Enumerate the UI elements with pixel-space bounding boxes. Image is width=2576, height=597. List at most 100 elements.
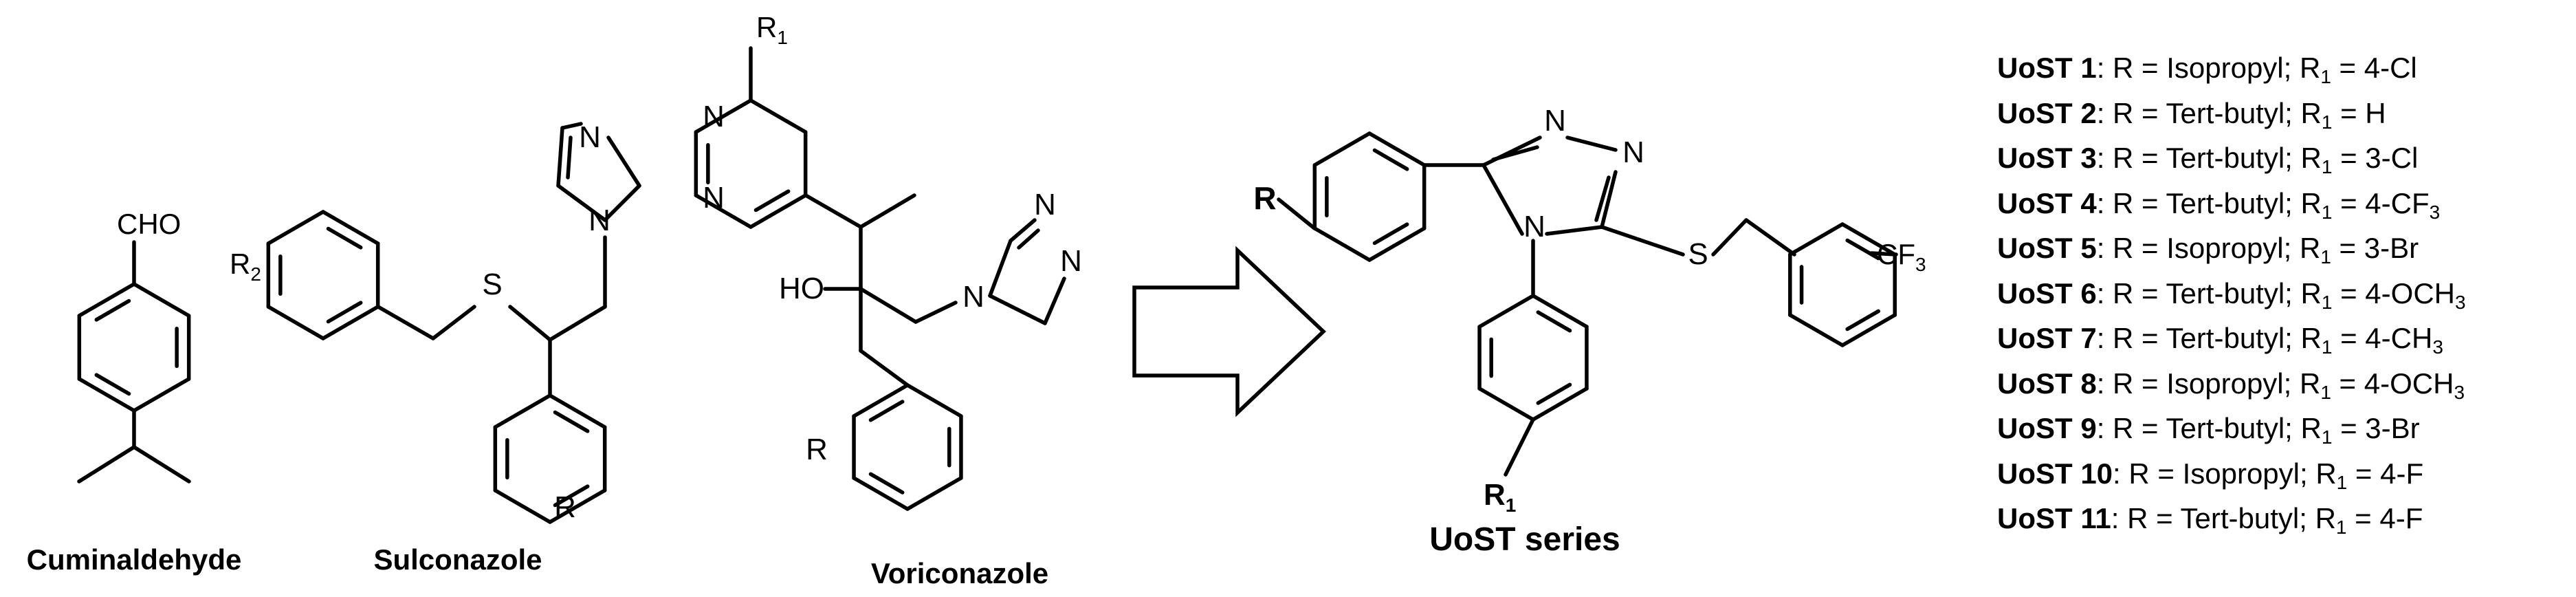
bond-lines: [77, 46, 1898, 524]
bond: [1531, 294, 1589, 329]
legend-row: UoST 9: R = Tert-butyl; R1 = 3-Br: [1997, 412, 2420, 448]
bond: [1009, 218, 1037, 243]
voriconazole-pyrimidine-n-bottom: N: [703, 181, 725, 215]
bond: [1477, 294, 1535, 329]
uost-compound-legend: UoST 1: R = Isopropyl; R1 = 4-Cl UoST 2:…: [1997, 45, 2568, 541]
bond: [560, 122, 583, 130]
bond: [321, 210, 380, 246]
sulconazole-r2-label: R2: [230, 248, 261, 285]
bond: [508, 305, 552, 342]
bond: [868, 472, 905, 495]
bond: [859, 193, 916, 229]
bond: [1372, 222, 1409, 246]
legend-row: UoST 11: R = Tert-butyl; R1 = 4-F: [1997, 502, 2423, 538]
bond: [852, 476, 910, 511]
bond: [94, 298, 131, 322]
legend-row: UoST 6: R = Tert-butyl; R1 = 4-OCH3: [1997, 276, 2466, 313]
bond: [859, 287, 918, 324]
sulconazole-sulfur: S: [482, 268, 502, 301]
legend-row: UoST 2: R = Tert-butyl; R1 = H: [1997, 96, 2386, 133]
sulconazole-name: Sulconazole: [373, 543, 542, 576]
bond: [1277, 197, 1317, 230]
sulconazole-imidazole-n-top: N: [579, 120, 601, 154]
legend-row: UoST 1: R = Isopropyl; R1 = 4-Cl: [1997, 52, 2417, 87]
bond: [1869, 251, 1898, 257]
bond: [694, 193, 753, 229]
bond: [556, 126, 564, 188]
bond: [1840, 222, 1897, 257]
uost-series-name: UoST series: [1429, 521, 1620, 558]
uost-triazole-n-bottom: N: [1523, 210, 1545, 243]
bond: [553, 410, 590, 433]
bond: [548, 305, 607, 342]
voriconazole-hydroxyl: HO: [779, 272, 824, 305]
voriconazole-pyrimidine-n-top: N: [703, 100, 725, 133]
legend-row: UoST 3: R = Tert-butyl; R1 = 3-Cl: [1997, 142, 2419, 177]
bond: [266, 305, 325, 340]
bond: [94, 373, 131, 396]
bond: [988, 294, 1047, 325]
bond: [326, 301, 363, 324]
bond: [606, 135, 641, 188]
uost-sulfur: S: [1688, 237, 1708, 271]
bond: [749, 193, 808, 229]
uost-r1-substituent: R1: [1484, 478, 1516, 516]
sulconazole-r-label: R: [554, 490, 576, 524]
bond: [905, 383, 963, 418]
uost-r-substituent: R: [1253, 180, 1276, 216]
bond: [1565, 135, 1618, 152]
bond: [1536, 382, 1572, 405]
bond: [77, 377, 136, 413]
uost-cf3-label: CF3: [1877, 238, 1926, 275]
bond: [493, 393, 552, 429]
cuminaldehyde-name: Cuminaldehyde: [27, 543, 242, 576]
legend-row: UoST 4: R = Tert-butyl; R1 = 4-CF3: [1997, 186, 2441, 223]
bond: [77, 282, 136, 318]
bond: [749, 98, 808, 134]
bond: [804, 193, 863, 229]
bond: [1788, 313, 1845, 347]
bond: [1788, 222, 1845, 257]
bond: [603, 184, 641, 222]
voriconazole-r-label: R: [806, 433, 828, 466]
bond: [868, 400, 905, 422]
bond: [1312, 131, 1372, 167]
bond: [859, 349, 910, 387]
bond: [1536, 310, 1572, 333]
bond: [1312, 226, 1372, 262]
legend-row: UoST 5: R = Isopropyl; R1 = 3-Br: [1997, 232, 2419, 268]
bond: [548, 488, 607, 524]
bond: [914, 301, 958, 324]
legend-row: UoST 7: R = Tert-butyl; R1 = 4-CH3: [1997, 322, 2443, 358]
bond: [1594, 175, 1611, 222]
bond: [553, 484, 590, 508]
voriconazole-r1-label: R1: [756, 11, 788, 48]
bond: [132, 377, 191, 413]
bond: [566, 135, 573, 180]
bond: [1043, 276, 1066, 325]
bond: [1017, 228, 1040, 250]
legend-row: UoST 10: R = Isopropyl; R1 = 4-F: [1997, 457, 2424, 493]
bond: [753, 189, 791, 213]
voriconazole-triazole-n-top: N: [1034, 188, 1056, 221]
bond: [1482, 163, 1524, 236]
bond: [376, 305, 435, 340]
bond: [321, 305, 380, 340]
bond: [905, 476, 963, 511]
bond: [1845, 309, 1881, 332]
bond: [1840, 313, 1897, 347]
bond: [548, 393, 607, 429]
uost-triazole-n-right: N: [1622, 135, 1644, 169]
voriconazole-name: Voriconazole: [871, 557, 1048, 589]
bond: [852, 383, 910, 418]
bond: [556, 184, 607, 222]
bond: [1367, 226, 1427, 262]
bond: [77, 445, 136, 484]
bond: [326, 226, 363, 250]
uost-triazole-n-top: N: [1544, 104, 1566, 138]
bond: [988, 239, 1013, 298]
bond: [132, 445, 191, 484]
bond: [1600, 225, 1685, 257]
bond: [1477, 387, 1535, 422]
